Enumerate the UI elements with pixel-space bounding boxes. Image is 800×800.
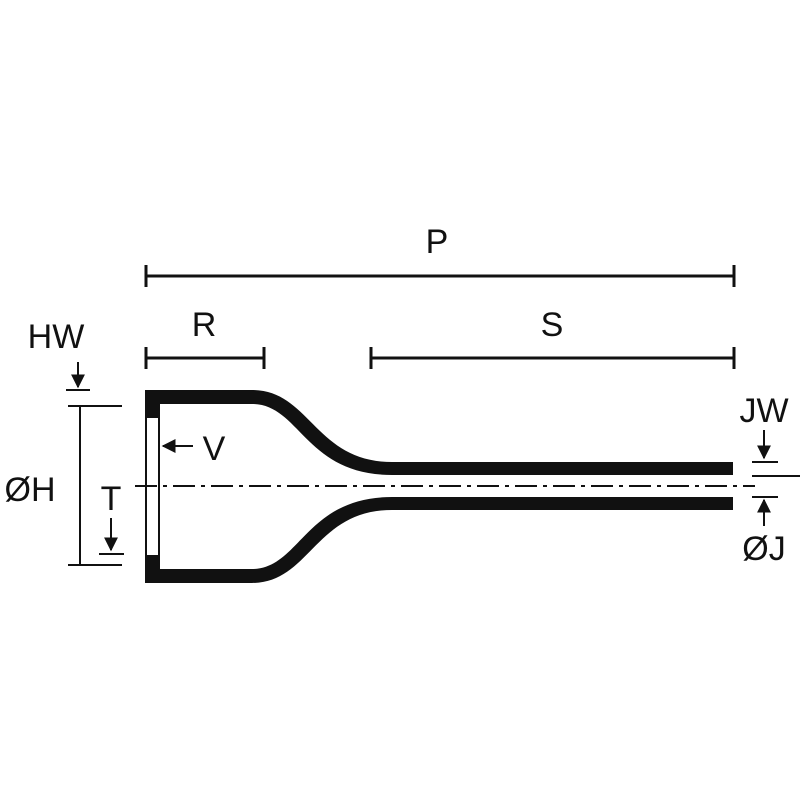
label-p: P [426,223,449,261]
dimension-v: V [161,430,226,468]
dimension-oh: ØH [5,405,122,566]
dimension-t: T [99,480,124,555]
label-oh: ØH [5,471,56,509]
dimension-p: P [144,223,736,287]
dimension-s: S [369,306,736,369]
dimension-oj: ØJ [742,475,800,568]
label-r: R [192,306,217,344]
label-s: S [541,306,564,344]
dimension-r: R [144,306,266,369]
dimension-hw: HW [28,318,90,391]
label-jw: JW [739,392,788,430]
label-hw: HW [28,318,85,356]
dimension-jw: JW [739,392,789,463]
label-v: V [203,430,226,468]
label-t: T [101,480,122,518]
label-oj: ØJ [742,530,785,568]
